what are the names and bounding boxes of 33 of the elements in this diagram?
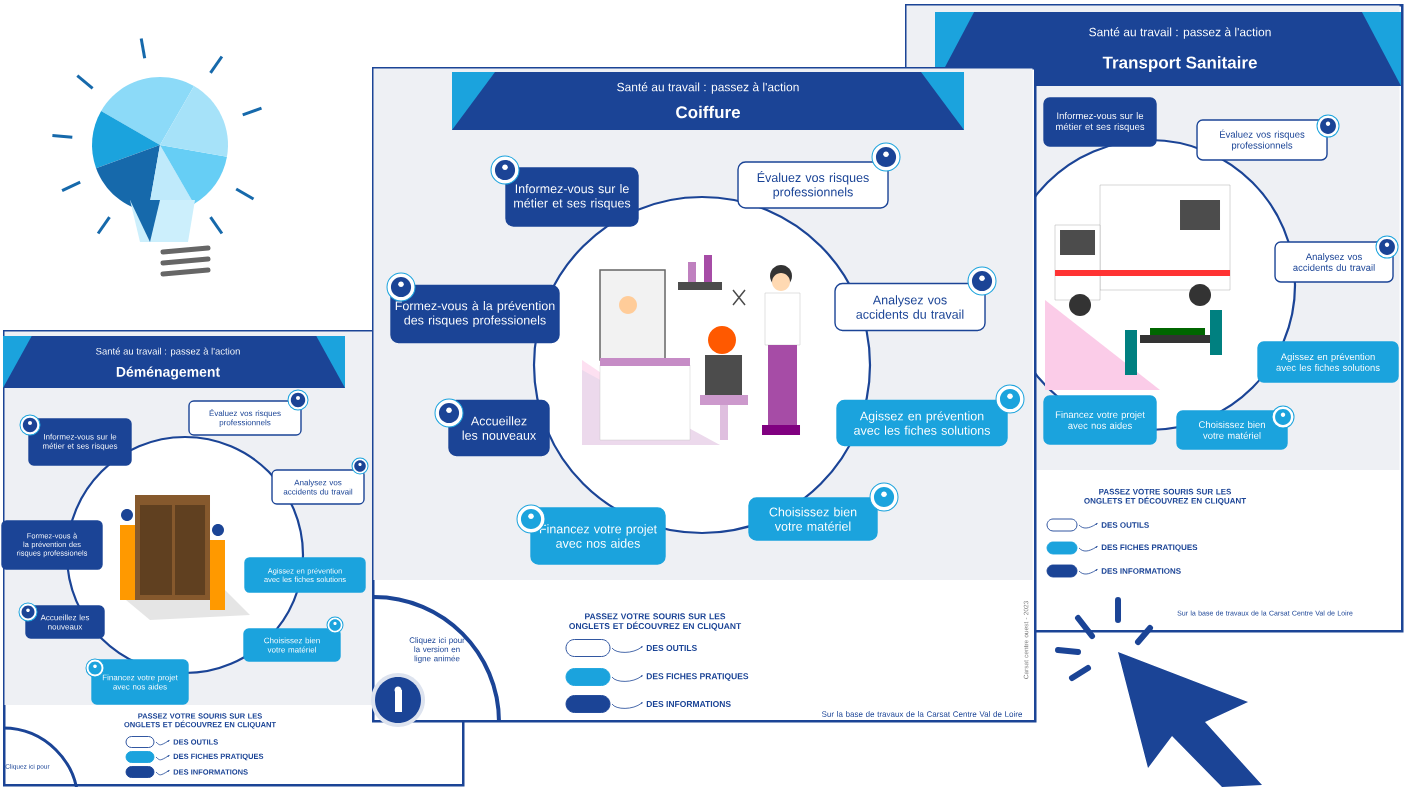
legend-label: DES INFORMATIONS (646, 701, 731, 707)
step-box: Financez votre projet avec nos aides (530, 507, 666, 565)
step-box: Analysez vos accidents du travail (834, 282, 986, 332)
legend-label: DES OUTILS (646, 645, 697, 651)
step-box: Financez votre projet avec nos aides (91, 659, 189, 705)
step-box: Formez-vous à la prévention des risques professionels (390, 284, 560, 344)
footer-text: PASSEZ VOTRE SOURIS SUR LES ONGLETS ET DÉCOUVREZ EN CLIQUANT (569, 613, 742, 631)
step-box: Informez-vous sur le métier et ses risques (28, 418, 132, 466)
step-box: Accueillez les nouveaux (448, 399, 550, 457)
legend-label: DES FICHES PRATIQUES (1101, 544, 1198, 552)
step-box: Évaluez vos risques professionnels (737, 161, 889, 209)
step-box: Accueillez les nouveaux (25, 605, 105, 639)
step-box: Analysez vos accidents du travail (1274, 241, 1394, 283)
step-box: Choisissez bien votre matériel (748, 497, 878, 541)
footer-text: Sur la base de travaux de la Carsat Centre Val de Loire (821, 711, 1023, 717)
step-box: Agissez en prévention avec les fiches solutions (836, 399, 1008, 447)
step-box: Informez-vous sur le métier et ses risques (1043, 97, 1157, 147)
step-box: Évaluez vos risques professionnels (1196, 119, 1328, 161)
footer-text: Cliquez ici pour la version en ligne animée (409, 637, 465, 663)
legend-label: DES OUTILS (1101, 522, 1149, 528)
step-box: Choisissez bien votre matériel (1176, 410, 1288, 450)
footer-text: PASSEZ VOTRE SOURIS SUR LES ONGLETS ET DÉCOUVREZ EN CLIQUANT (1084, 488, 1247, 506)
step-box: Choisissez bien votre matériel (243, 628, 341, 662)
step-box: Agissez en prévention avec les fiches solutions (1257, 341, 1399, 383)
step-box: Informez-vous sur le métier et ses risques (505, 167, 639, 227)
legend-label: DES INFORMATIONS (1101, 568, 1181, 574)
title-banner: Santé au travail : passez à l'action Déménagement (3, 336, 345, 388)
title-banner: Santé au travail : passez à l'action Transport Sanitaire (935, 12, 1401, 86)
step-box: Analysez vos accidents du travail (271, 469, 365, 505)
legend-label: DES FICHES PRATIQUES (646, 673, 749, 681)
step-box: Financez votre projet avec nos aides (1043, 395, 1157, 445)
title-banner: Santé au travail : passez à l'action Coiffure (452, 72, 964, 130)
step-box: Évaluez vos risques professionnels (188, 400, 302, 436)
